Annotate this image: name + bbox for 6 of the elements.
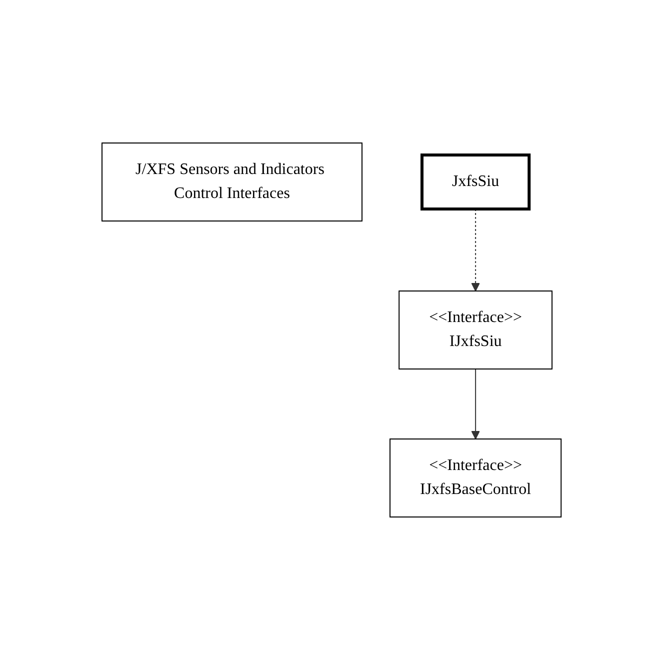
node-box: <<Interface>> IJxfsBaseControl	[390, 438, 562, 517]
node-box: JxfsSiu	[420, 153, 532, 210]
node-box: <<Interface>> IJxfsSiu	[399, 290, 553, 369]
arrow	[472, 208, 480, 291]
arrow	[472, 368, 480, 439]
node-box: J/XFS Sensors and Indicators Control Interfaces	[102, 142, 363, 221]
